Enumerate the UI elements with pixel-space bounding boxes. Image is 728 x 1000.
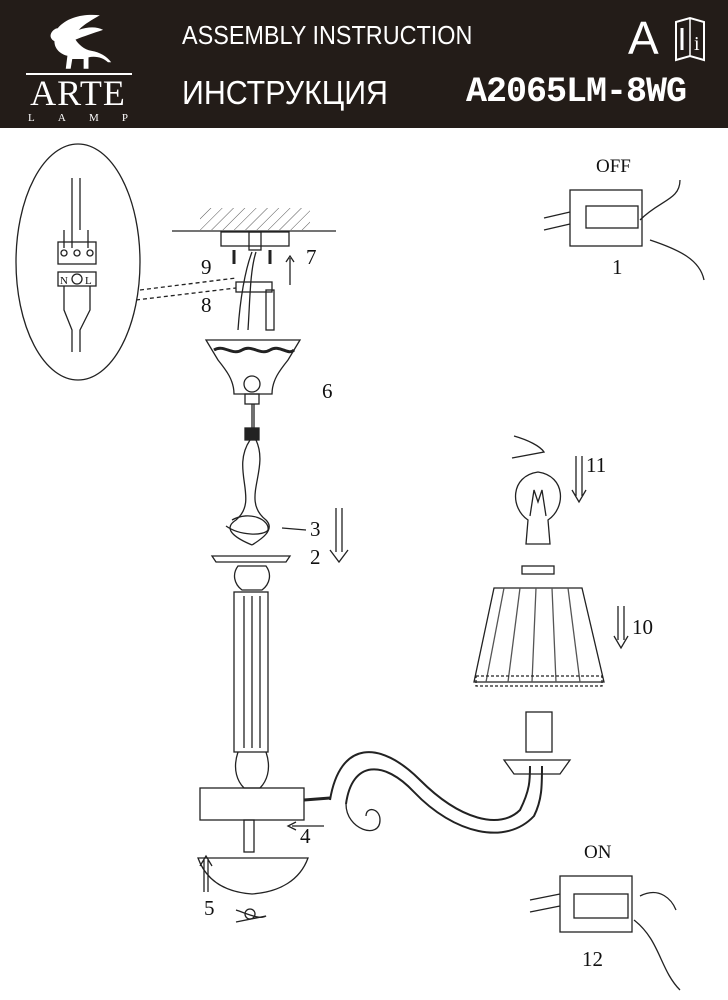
switch-on-label: ON (584, 842, 612, 863)
lamp-arm (329, 751, 543, 834)
step-label-5: 5 (204, 896, 215, 920)
model-number: A2065LM-8WG (466, 72, 687, 112)
switch-on-illustration (529, 875, 681, 991)
language-code: A (628, 12, 659, 64)
stem-column (197, 555, 331, 923)
step-label-1: 1 (612, 255, 623, 279)
brand-letter: L (28, 112, 35, 124)
terminal-neutral-label: N (60, 275, 68, 287)
terminal-live-label: L (85, 275, 92, 287)
brand-name: ARTE (30, 73, 126, 113)
step-label-3: 3 (310, 517, 321, 541)
wiring-detail-callout: N L (15, 143, 237, 381)
step-label-10: 10 (632, 615, 653, 639)
switch-off-illustration (543, 179, 705, 281)
step-label-2: 2 (310, 545, 321, 569)
step-label-6: 6 (322, 379, 333, 403)
logo-divider (26, 73, 132, 75)
step-label-4: 4 (300, 824, 311, 848)
chain-and-wire (225, 427, 349, 564)
ground-symbol-icon (71, 273, 83, 285)
winged-lion-logo-icon (50, 14, 112, 69)
socket-shade-bulb (473, 435, 629, 775)
step-label-11: 11 (586, 453, 606, 477)
step-label-8: 8 (201, 293, 212, 317)
assembly-diagram: N L (15, 143, 705, 991)
brand-letter: A (57, 112, 66, 124)
manual-icon-letter: i (694, 33, 700, 55)
switch-off-label: OFF (596, 156, 631, 177)
brand-letter: M (88, 112, 99, 124)
header-banner: ARTE L A M P ASSEMBLY INSTRUCTION ИНСТРУ… (0, 0, 728, 128)
brand-subtitle: L A M P (22, 111, 134, 125)
step-label-12: 12 (582, 947, 603, 971)
title-english: ASSEMBLY INSTRUCTION (182, 20, 473, 50)
manual-book-icon: i (675, 16, 705, 62)
ceiling-mount (172, 208, 336, 331)
step-label-7: 7 (306, 245, 317, 269)
title-russian: ИНСТРУКЦИЯ (182, 74, 388, 111)
brand-letter: P (121, 112, 128, 124)
step-label-9: 9 (201, 255, 212, 279)
canopy (204, 339, 302, 430)
